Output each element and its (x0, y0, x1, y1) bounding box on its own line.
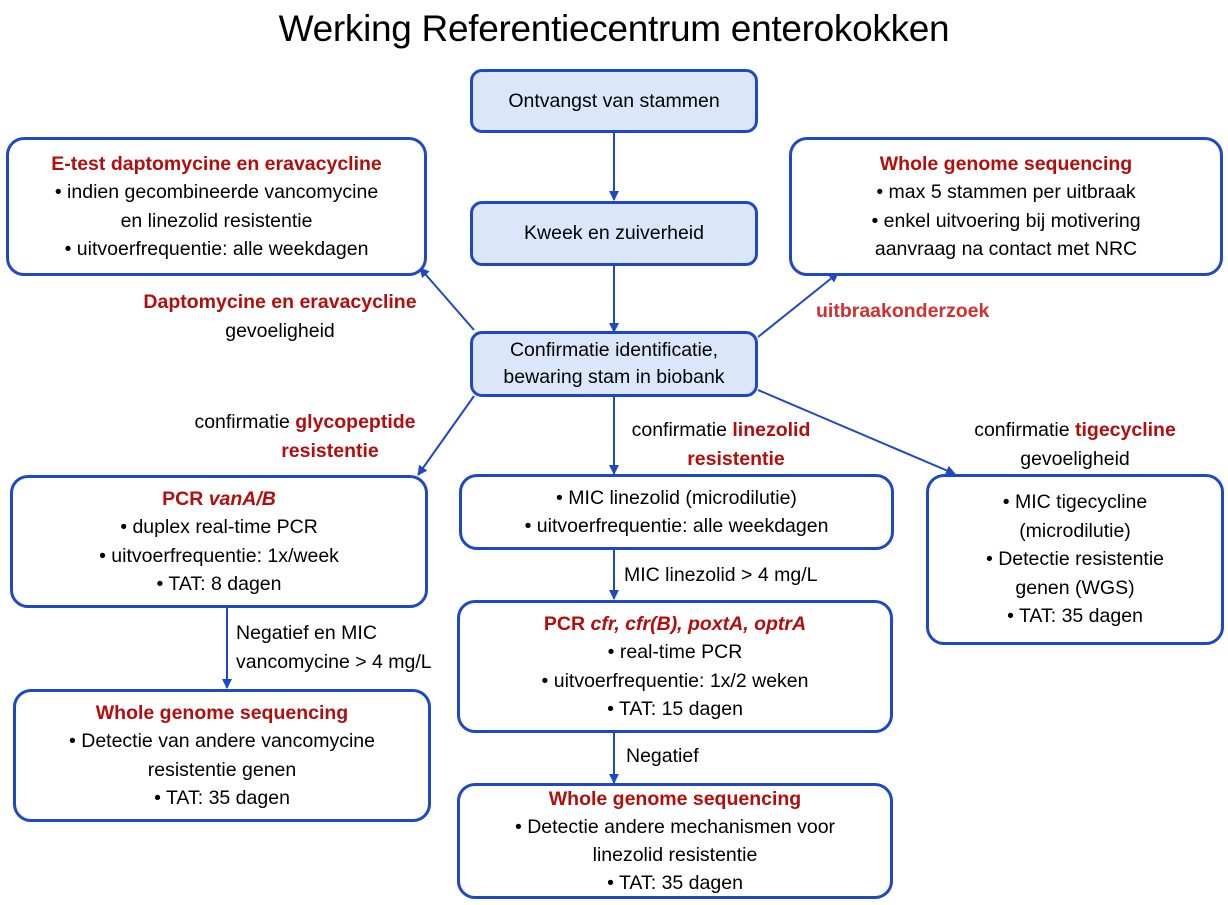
node-wgs-vanco-line: • TAT: 35 dagen (154, 787, 290, 809)
node-reception-label: Ontvangst van stammen (508, 89, 720, 112)
label-text: confirmatie (194, 411, 296, 433)
node-pcr-linezolid-heading: PCR cfr, cfr(B), poxtA, optrA (460, 610, 890, 639)
edge-label-glyco: confirmatie glycopeptide resistentie (160, 408, 450, 466)
edge-label-linezolid-line1: confirmatie linezolid (612, 416, 830, 445)
label-highlight: linezolid (732, 419, 811, 441)
label-text: confirmatie (631, 419, 733, 441)
node-pcr-linezolid-line: • uitvoerfrequentie: 1x/2 weken (541, 669, 809, 692)
node-pcr-linezolid-line: • TAT: 15 dagen (607, 698, 743, 720)
edge-label-vanco-neg-line1: Negatief en MIC (236, 622, 377, 644)
node-mic-linezolid-line: • uitvoerfrequentie: alle weekdagen (524, 515, 829, 537)
node-confirmation-line2: bewaring stam in biobank (503, 366, 725, 388)
node-culture-label: Kweek en zuiverheid (524, 222, 704, 245)
node-reception: Ontvangst van stammen (470, 69, 758, 133)
node-confirmation: Confirmatie identificatie, bewaring stam… (470, 331, 758, 397)
node-etest: E-test daptomycine en eravacycline • ind… (6, 137, 427, 276)
node-mic-tigecycline: • MIC tigecycline (microdilutie) • Detec… (926, 474, 1224, 645)
edge-label-glyco-line1: confirmatie glycopeptide (160, 408, 450, 437)
edge-label-dapto-black: gevoeligheid (225, 320, 335, 342)
label-highlight: tigecycline (1075, 419, 1176, 441)
arrow-confirmation-to-mic-tigecycline (757, 389, 956, 476)
node-etest-line: en linezolid resistentie (120, 209, 313, 232)
edge-label-vanco-neg-line2: vancomycine > 4 mg/L (236, 651, 432, 673)
heading-prefix: PCR (162, 487, 209, 510)
node-wgs-linezolid-line: • TAT: 35 dagen (607, 872, 743, 894)
node-wgs-linezolid: Whole genome sequencing • Detectie ander… (457, 783, 893, 899)
arrow-confirmation-to-etest (419, 267, 475, 331)
edge-label-linezolid: confirmatie linezolid resistentie (612, 416, 830, 474)
label-text: confirmatie (974, 419, 1075, 441)
node-pcr-linezolid-line: • real-time PCR (607, 641, 743, 663)
heading-prefix: PCR (543, 612, 591, 635)
node-etest-line: • indien gecombineerde vancomycine (54, 181, 379, 203)
node-mic-linezolid: • MIC linezolid (microdilutie) • uitvoer… (459, 474, 894, 550)
node-wgs-vanco-line: resistentie genen (147, 758, 297, 781)
node-pcr-van-heading: PCR vanA/B (13, 485, 425, 514)
node-wgs-outbreak-line: aanvraag na contact met NRC (874, 238, 1138, 260)
node-mic-tigecycline-line: genen (WGS) (1015, 576, 1135, 599)
edge-label-tige-line1: confirmatie tigecycline (955, 416, 1195, 445)
node-wgs-vanco-heading: Whole genome sequencing (95, 701, 349, 724)
node-mic-tigecycline-line: • TAT: 35 dagen (1007, 605, 1143, 628)
arrow-confirmation-to-pcr-van (417, 395, 475, 476)
node-culture: Kweek en zuiverheid (470, 201, 758, 266)
diagram-title: Werking Referentiecentrum enterokokken (278, 8, 950, 49)
node-pcr-van: PCR vanA/B • duplex real-time PCR • uitv… (10, 475, 428, 608)
node-etest-heading: E-test daptomycine en eravacycline (51, 152, 382, 175)
node-wgs-outbreak-heading: Whole genome sequencing (879, 152, 1133, 175)
node-wgs-linezolid-heading: Whole genome sequencing (548, 788, 802, 810)
edge-label-linezolid-line2: resistentie (687, 448, 785, 470)
node-confirmation-line1: Confirmatie identificatie, (509, 339, 719, 361)
edge-label-dapto-red: Daptomycine en eravacycline (143, 291, 417, 313)
heading-genes: vanA/B (208, 487, 276, 510)
node-mic-tigecycline-line: (microdilutie) (1019, 519, 1131, 542)
node-mic-tigecycline-line: • Detectie resistentie (985, 548, 1165, 571)
node-pcr-van-line: • uitvoerfrequentie: 1x/week (99, 544, 339, 567)
node-mic-linezolid-line: • MIC linezolid (microdilutie) (556, 486, 797, 509)
edge-label-outbreak: uitbraakonderzoek (816, 300, 990, 322)
edge-label-glyco-line2: resistentie (281, 440, 379, 462)
edge-label-negatief: Negatief (626, 745, 699, 767)
node-pcr-van-line: • duplex real-time PCR (120, 516, 318, 538)
edge-label-tige-line2: gevoeligheid (1020, 448, 1130, 470)
edge-label-vanco-neg: Negatief en MIC vancomycine > 4 mg/L (236, 619, 432, 677)
edge-label-tige: confirmatie tigecycline gevoeligheid (955, 416, 1195, 474)
edge-label-dapto: Daptomycine en eravacycline gevoeligheid (100, 288, 460, 346)
heading-genes: cfr, cfr(B), poxtA, optrA (590, 612, 807, 635)
node-wgs-vanco: Whole genome sequencing • Detectie van a… (13, 689, 431, 822)
node-wgs-outbreak: Whole genome sequencing • max 5 stammen … (789, 137, 1223, 276)
node-wgs-outbreak-line: • enkel uitvoering bij motivering (871, 209, 1141, 232)
label-highlight: glycopeptide (295, 411, 416, 433)
node-mic-tigecycline-line: • MIC tigecycline (1002, 491, 1148, 514)
node-wgs-linezolid-line: linezolid resistentie (592, 844, 758, 866)
node-pcr-van-line: • TAT: 8 dagen (156, 573, 282, 595)
node-wgs-vanco-line: • Detectie van andere vancomycine (69, 730, 375, 752)
node-wgs-outbreak-line: • max 5 stammen per uitbraak (876, 181, 1136, 203)
edge-label-mic-threshold: MIC linezolid > 4 mg/L (624, 564, 818, 586)
node-wgs-linezolid-line: • Detectie andere mechanismen voor (514, 816, 836, 838)
arrow-confirmation-to-wgs-outbreak (757, 272, 839, 338)
node-etest-line: • uitvoerfrequentie: alle weekdagen (64, 238, 369, 260)
node-pcr-linezolid: PCR cfr, cfr(B), poxtA, optrA • real-tim… (457, 600, 893, 733)
